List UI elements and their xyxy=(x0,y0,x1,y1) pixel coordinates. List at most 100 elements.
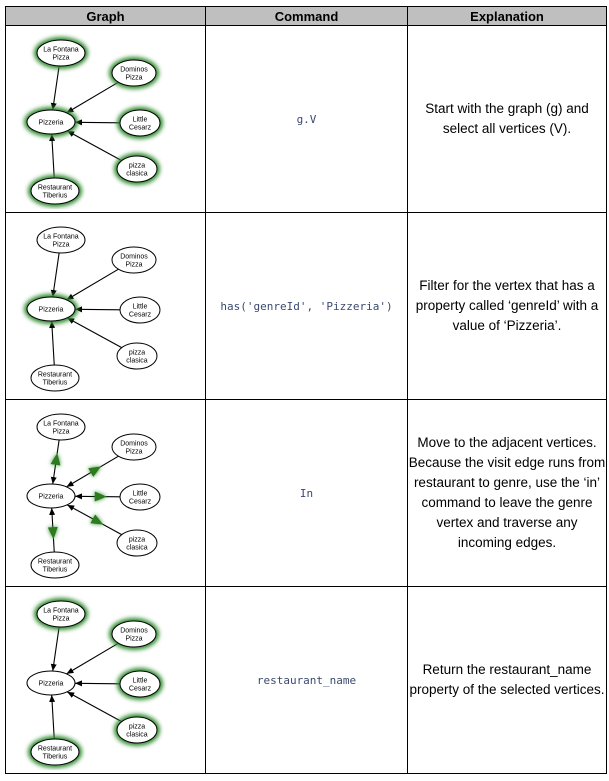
node-label: Tiberius xyxy=(42,567,67,574)
graph-node xyxy=(119,296,160,324)
edge-line xyxy=(48,133,55,179)
node-label: Pizza xyxy=(125,262,142,269)
graph-node xyxy=(36,39,85,67)
node-label: Dominos xyxy=(120,254,148,261)
graph-node xyxy=(26,483,75,509)
node-label: Pizzeria xyxy=(38,494,63,501)
traversal-arrow-icon xyxy=(94,491,107,502)
explanation-cell: Return the restaurant_name property of t… xyxy=(407,586,607,774)
command-cell: restaurant_name xyxy=(205,586,408,774)
command-cell: has('genreId', 'Pizzeria') xyxy=(205,212,408,400)
graph-node xyxy=(116,155,157,183)
graph-node xyxy=(30,364,79,392)
node-label: La Fontana xyxy=(43,47,79,54)
node-label: Cesarz xyxy=(128,312,151,319)
header-graph: Graph xyxy=(5,6,206,26)
node-label: Pizzeria xyxy=(38,307,63,314)
graph-node xyxy=(36,226,85,254)
traversal-arrow-icon xyxy=(87,466,101,477)
explanation-cell: Start with the graph (g) and select all … xyxy=(407,25,607,213)
node-label: pizza xyxy=(128,724,144,731)
node-label: Dominos xyxy=(120,628,148,635)
node-label: Restaurant xyxy=(37,372,71,379)
node-label: Little xyxy=(132,304,147,311)
node-label: Pizza xyxy=(125,449,142,456)
graph-node xyxy=(26,296,75,322)
graph-node xyxy=(119,483,160,511)
node-label: clasica xyxy=(126,732,148,739)
node-label: pizza xyxy=(128,537,144,544)
node-label: Pizza xyxy=(52,242,69,249)
node-label: Pizza xyxy=(125,636,142,643)
graph-node xyxy=(26,109,75,135)
graph-node xyxy=(119,670,160,698)
explanation-cell: Move to the adjacent vertices. Because t… xyxy=(407,399,607,587)
node-label: Little xyxy=(132,117,147,124)
node-label: La Fontana xyxy=(43,234,79,241)
graph-node xyxy=(111,59,156,87)
graph-node xyxy=(30,177,79,205)
graph-node xyxy=(111,246,156,274)
graph-node xyxy=(30,738,79,766)
edge-line xyxy=(50,252,60,298)
node-label: Little xyxy=(132,491,147,498)
graph-node xyxy=(36,413,85,441)
node-label: Tiberius xyxy=(42,754,67,761)
node-label: clasica xyxy=(126,545,148,552)
node-label: Dominos xyxy=(120,441,148,448)
edge-line xyxy=(50,626,60,672)
node-label: Pizzeria xyxy=(38,681,63,688)
edge-line xyxy=(65,268,119,301)
explanation-cell: Filter for the vertex that has a propert… xyxy=(407,212,607,400)
edge-line xyxy=(74,306,120,313)
graph-node xyxy=(116,529,157,557)
node-label: Restaurant xyxy=(37,746,71,753)
node-label: Pizza xyxy=(125,75,142,82)
header-row: Graph Command Explanation xyxy=(5,6,607,26)
node-label: Cesarz xyxy=(128,499,151,506)
node-label: Pizza xyxy=(52,616,69,623)
graph-node xyxy=(26,670,75,696)
traversal-arrow-icon xyxy=(89,514,103,525)
graph-node xyxy=(30,551,79,579)
graph-node xyxy=(119,109,160,137)
edge-line xyxy=(48,320,55,366)
node-label: Cesarz xyxy=(128,125,151,132)
node-label: Restaurant xyxy=(37,185,71,192)
graph-node xyxy=(111,620,156,648)
node-label: clasica xyxy=(126,358,148,365)
command-cell: In xyxy=(205,399,408,587)
node-label: Tiberius xyxy=(42,380,67,387)
command-cell: g.V xyxy=(205,25,408,213)
edge-line xyxy=(65,642,119,675)
edge-line xyxy=(74,119,120,126)
edge-line xyxy=(48,694,55,740)
node-label: Pizza xyxy=(52,429,69,436)
node-label: Cesarz xyxy=(128,686,151,693)
edge-line xyxy=(66,130,122,162)
graph-node xyxy=(111,433,156,461)
traversal-arrow-icon xyxy=(50,452,60,466)
graph-node xyxy=(116,716,157,744)
graph-node xyxy=(116,342,157,370)
node-label: La Fontana xyxy=(43,608,79,615)
header-command: Command xyxy=(205,6,408,26)
node-label: pizza xyxy=(128,350,144,357)
edge-line xyxy=(66,317,122,349)
node-label: Restaurant xyxy=(37,559,71,566)
edge-line xyxy=(65,81,119,114)
graph-node xyxy=(36,600,85,628)
